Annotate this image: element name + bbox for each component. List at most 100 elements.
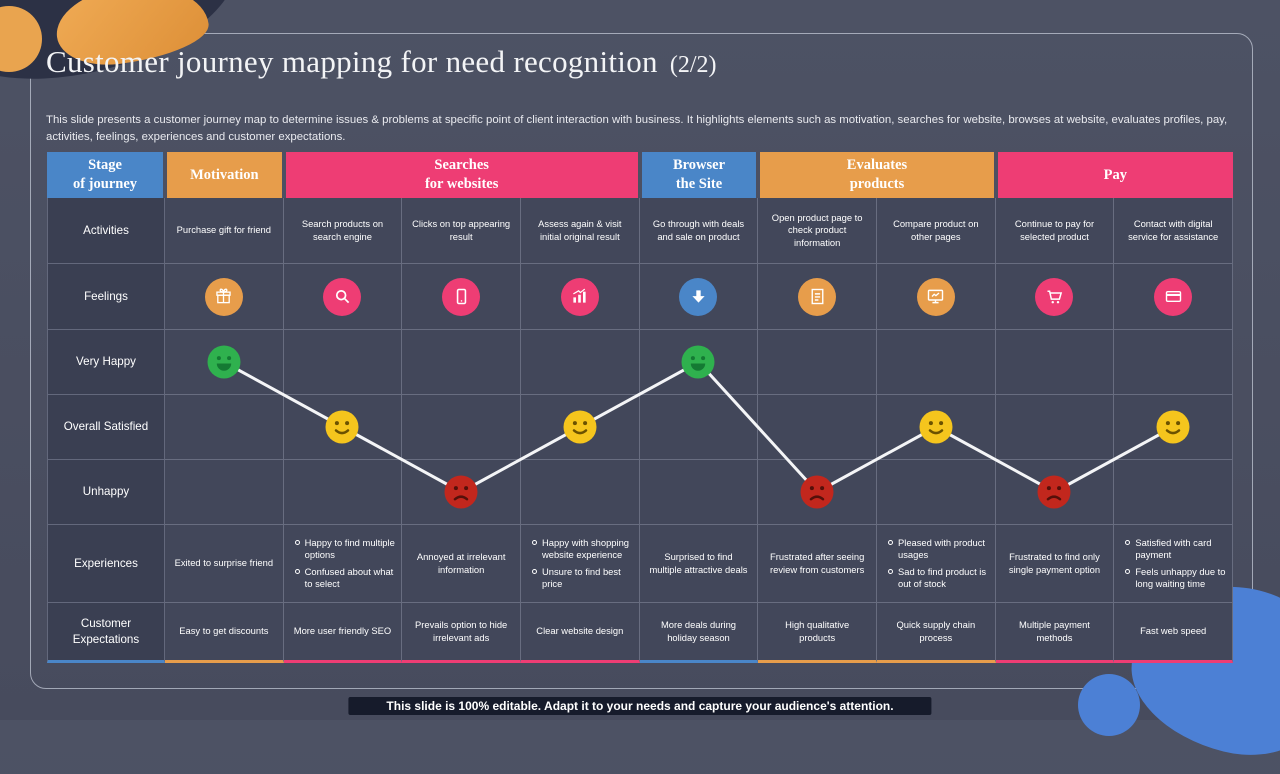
download-icon bbox=[679, 277, 718, 316]
bullet-icon bbox=[531, 540, 537, 546]
bullet-icon bbox=[294, 540, 300, 546]
checklist-icon bbox=[798, 277, 837, 316]
experience-cell: Exited to surprise friend bbox=[165, 525, 284, 603]
feeling-cell bbox=[520, 264, 640, 330]
activity-cell: Contact with digital service for assista… bbox=[1114, 198, 1233, 264]
expectation-cell: More deals during holiday season bbox=[639, 603, 759, 663]
page-title: Customer journey mapping for need recogn… bbox=[46, 44, 716, 80]
footer-note-text: This slide is 100% editable. Adapt it to… bbox=[386, 699, 894, 713]
satisfied-smiley-icon bbox=[918, 409, 954, 445]
activity-cell: Assess again & visit initial original re… bbox=[520, 198, 640, 264]
row-label-expectations: Customer Expectations bbox=[47, 603, 165, 663]
mood-cell bbox=[520, 330, 640, 395]
row-label-very_happy: Very Happy bbox=[47, 330, 165, 395]
bullet-icon bbox=[294, 568, 300, 574]
cart-icon bbox=[1035, 277, 1074, 316]
mood-cell bbox=[520, 460, 640, 525]
header-group-pay: Pay bbox=[996, 152, 1233, 198]
mood-cell bbox=[639, 330, 759, 395]
slide-frame bbox=[30, 33, 1253, 689]
slide-content: Customer journey mapping for need recogn… bbox=[46, 44, 1233, 663]
chart-icon bbox=[560, 277, 599, 316]
monitor-icon bbox=[916, 277, 955, 316]
mood-cell bbox=[995, 460, 1115, 525]
activity-cell: Search products on search engine bbox=[283, 198, 403, 264]
activity-cell: Go through with deals and sale on produc… bbox=[639, 198, 759, 264]
mood-cell bbox=[165, 395, 284, 460]
credit-card-icon bbox=[1154, 277, 1193, 316]
very_happy-smiley-icon bbox=[680, 344, 716, 380]
bullet-icon bbox=[887, 568, 893, 574]
activity-cell: Clicks on top appearing result bbox=[402, 198, 521, 264]
mood-cell bbox=[876, 395, 996, 460]
expectation-cell: Fast web speed bbox=[1114, 603, 1233, 663]
activity-cell: Compare product on other pages bbox=[876, 198, 996, 264]
satisfied-smiley-icon bbox=[562, 409, 598, 445]
experience-cell: Surprised to find multiple attractive de… bbox=[639, 525, 759, 603]
page-title-text: Customer journey mapping for need recogn… bbox=[46, 44, 658, 79]
experience-cell: Annoyed at irrelevant information bbox=[402, 525, 521, 603]
experience-cell: Frustrated after seeing review from cust… bbox=[758, 525, 877, 603]
bullet-icon bbox=[1125, 540, 1131, 546]
feeling-cell bbox=[283, 264, 403, 330]
very_happy-smiley-icon bbox=[206, 344, 242, 380]
unhappy-smiley-icon bbox=[443, 474, 479, 510]
footer-note: This slide is 100% editable. Adapt it to… bbox=[348, 697, 932, 715]
bullet-icon bbox=[887, 540, 893, 546]
expectation-cell: Easy to get discounts bbox=[165, 603, 284, 663]
feeling-cell bbox=[1114, 264, 1233, 330]
mood-cell bbox=[639, 460, 759, 525]
mood-cell bbox=[1114, 460, 1233, 525]
expectation-cell: Clear website design bbox=[520, 603, 640, 663]
mood-cell bbox=[283, 330, 403, 395]
mood-cell bbox=[283, 395, 403, 460]
mood-cell bbox=[758, 460, 877, 525]
mood-cell bbox=[283, 460, 403, 525]
experience-cell: Frustrated to find only single payment o… bbox=[995, 525, 1115, 603]
mood-cell bbox=[165, 330, 284, 395]
page-title-suffix: (2/2) bbox=[669, 52, 717, 78]
mood-cell bbox=[876, 330, 996, 395]
header-group-motivation: Motivation bbox=[165, 152, 284, 198]
bullet-icon bbox=[531, 568, 537, 574]
mood-cell bbox=[1114, 330, 1233, 395]
mood-cell bbox=[995, 330, 1115, 395]
mood-cell bbox=[165, 460, 284, 525]
gift-icon bbox=[204, 277, 243, 316]
satisfied-smiley-icon bbox=[1155, 409, 1191, 445]
activity-cell: Open product page to check product infor… bbox=[758, 198, 877, 264]
search-icon bbox=[323, 277, 362, 316]
feeling-cell bbox=[876, 264, 996, 330]
feeling-cell bbox=[639, 264, 759, 330]
feeling-cell bbox=[402, 264, 521, 330]
row-label-experiences: Experiences bbox=[47, 525, 165, 603]
mood-cell bbox=[402, 460, 521, 525]
expectation-cell: Prevails option to hide irrelevant ads bbox=[402, 603, 521, 663]
row-label-satisfied: Overall Satisfied bbox=[47, 395, 165, 460]
mobile-icon bbox=[442, 277, 481, 316]
mood-cell bbox=[758, 330, 877, 395]
activity-cell: Purchase gift for friend bbox=[165, 198, 284, 264]
slide-description: This slide presents a customer journey m… bbox=[46, 114, 1228, 143]
mood-cell bbox=[402, 395, 521, 460]
mood-cell bbox=[402, 330, 521, 395]
row-label-activities: Activities bbox=[47, 198, 165, 264]
satisfied-smiley-icon bbox=[324, 409, 360, 445]
mood-cell bbox=[876, 460, 996, 525]
unhappy-smiley-icon bbox=[1036, 474, 1072, 510]
bullet-icon bbox=[1125, 568, 1131, 574]
mood-cell bbox=[995, 395, 1115, 460]
row-label-unhappy: Unhappy bbox=[47, 460, 165, 525]
feeling-cell bbox=[165, 264, 284, 330]
unhappy-smiley-icon bbox=[799, 474, 835, 510]
expectation-cell: High qualitative products bbox=[758, 603, 877, 663]
